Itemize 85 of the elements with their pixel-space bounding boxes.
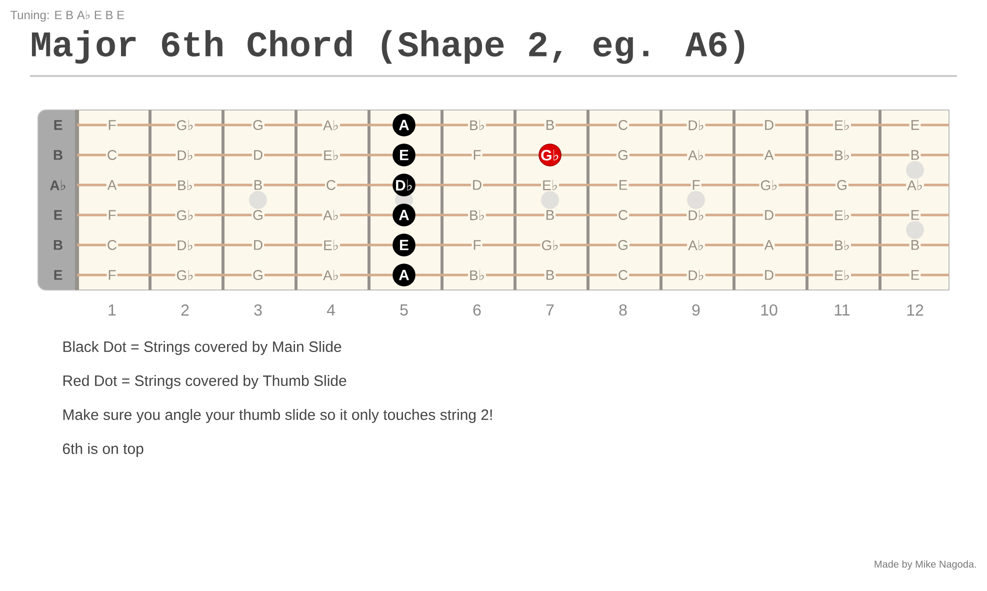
note-name: F [106, 209, 118, 221]
note-name: B♭ [833, 238, 851, 252]
note-name: E♭ [541, 178, 559, 192]
fret-number: 10 [761, 304, 778, 316]
note-name: D [762, 269, 776, 281]
note-name: G [252, 269, 264, 281]
note-text: 6th is on top [62, 443, 144, 457]
note-name: A♭ [906, 178, 924, 192]
credit-text: Made by Mike Nagoda. [874, 560, 976, 570]
fret-number: 9 [692, 304, 700, 316]
fret-number: 4 [326, 304, 335, 316]
note-name: B [909, 239, 921, 251]
fret-number: 7 [546, 304, 554, 316]
note-name: D [762, 119, 776, 131]
note-name: E♭ [322, 238, 340, 252]
note-name: B♭ [468, 208, 486, 222]
note-name: B♭ [468, 268, 486, 282]
note-name: D [252, 239, 264, 251]
note-name: C [616, 209, 630, 221]
note-name: C [616, 269, 630, 281]
fret-number: 1 [108, 304, 116, 316]
note-name: A [763, 239, 775, 251]
string-name: E [54, 270, 62, 280]
note-name: E [909, 269, 921, 281]
title: Major 6th Chord (Shape 2, eg. A6) [32, 30, 744, 64]
note-name: A♭ [687, 148, 705, 162]
note-name: B [909, 149, 921, 161]
note-text: Red Dot = Strings covered by Thumb Slide [63, 375, 346, 389]
fret-number: 8 [619, 304, 627, 316]
note-name: D [762, 209, 776, 221]
note-name: D♭ [686, 268, 706, 282]
note-name: B [544, 119, 556, 131]
note-name: F [106, 269, 118, 281]
note-text: Make sure you angle your thumb slide so it only touches string 2! [63, 409, 492, 423]
note-name: D♭ [686, 118, 706, 132]
note-name: D♭ [176, 148, 194, 162]
note-name: A♭ [322, 208, 340, 222]
note-name: B [544, 269, 556, 281]
note-name: F [472, 149, 482, 161]
note-name: F [106, 119, 118, 131]
note-name: G [616, 149, 630, 161]
string-name: E [54, 210, 62, 220]
note-name: F [690, 179, 702, 191]
note-name: E [617, 179, 629, 191]
note-name: A [763, 149, 775, 161]
fret-number: 12 [907, 304, 924, 316]
note-name: G [836, 179, 848, 191]
note-name: E [909, 209, 921, 221]
note-name: E♭ [833, 268, 851, 282]
note-name: F [472, 239, 482, 251]
fret-number: 11 [834, 304, 850, 316]
note-name: B [252, 179, 264, 191]
note-name: B [544, 209, 556, 221]
note-name: C [324, 179, 338, 191]
fret-number: 2 [181, 304, 189, 316]
note-name: C [106, 239, 118, 251]
note-name: E♭ [833, 208, 851, 222]
note-name: D♭ [686, 208, 706, 222]
note-name: A♭ [687, 238, 705, 252]
string-name: A♭ [50, 180, 66, 190]
note-name: E♭ [322, 148, 340, 162]
string-name: B [54, 150, 62, 160]
note-name: E♭ [833, 118, 851, 132]
note-name: A♭ [322, 118, 340, 132]
note-name: G [252, 119, 264, 131]
fret-number: 3 [254, 304, 262, 316]
note-text: Black Dot = Strings covered by Main Slide [63, 341, 342, 355]
note-name: B♭ [833, 148, 851, 162]
note-name: A [106, 179, 118, 191]
note-name: G [252, 209, 264, 221]
note-name: D [252, 149, 264, 161]
note-name: G [616, 239, 630, 251]
note-name: C [106, 149, 118, 161]
note-name: E [909, 119, 921, 131]
note-name: D♭ [176, 238, 194, 252]
note-name: B♭ [176, 178, 194, 192]
string-name: E [54, 120, 62, 130]
note-name: A♭ [322, 268, 340, 282]
fret-number: 5 [400, 304, 408, 316]
string-name: B [54, 240, 62, 250]
note-name: C [616, 119, 630, 131]
note-name: D [470, 179, 484, 191]
fret-number: 6 [473, 304, 481, 316]
tuning-text: Tuning: E B A♭ E B E [10, 10, 124, 22]
note-name: B♭ [468, 118, 486, 132]
